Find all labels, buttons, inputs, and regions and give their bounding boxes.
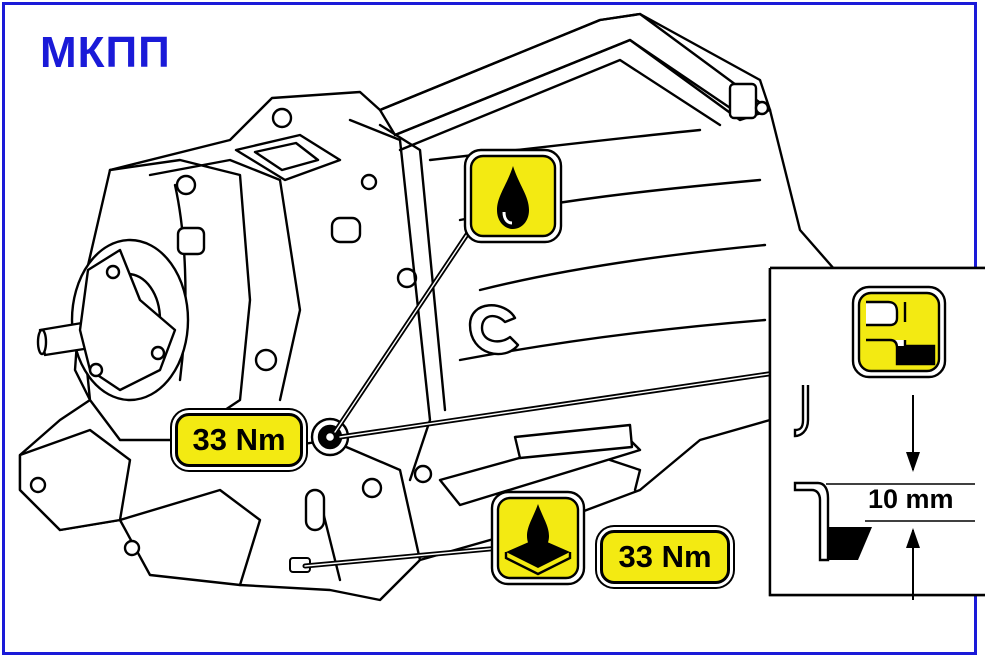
oil-drain-tray-icon (490, 490, 586, 586)
rear-boss (728, 82, 758, 120)
bolt-boss (360, 173, 378, 191)
breather-plate (234, 133, 342, 182)
drain-plug-torque-callout: 33 Nm (175, 413, 303, 467)
level-distance-label: 10 mm (868, 484, 954, 514)
oil-level-check-icon (851, 285, 947, 379)
diagram-title: МКПП (40, 28, 171, 77)
bolt-boss (361, 477, 383, 499)
oil-level-fill (828, 527, 872, 560)
bolt-boss (175, 174, 197, 196)
bolt-boss (396, 267, 418, 289)
bolt-boss (271, 107, 293, 129)
filler-hole-lower-wall (793, 481, 830, 562)
shift-ring (468, 304, 520, 356)
fill-plug-torque-callout: 33 Nm (600, 530, 730, 584)
mounting-foot-rear (118, 488, 262, 587)
oil-drop-icon (463, 148, 563, 244)
case-rib (428, 128, 702, 162)
bolt-boss (254, 348, 278, 372)
case-rib (478, 243, 767, 292)
bolt-boss (413, 464, 433, 484)
filler-hole-upper-wall (793, 385, 810, 438)
